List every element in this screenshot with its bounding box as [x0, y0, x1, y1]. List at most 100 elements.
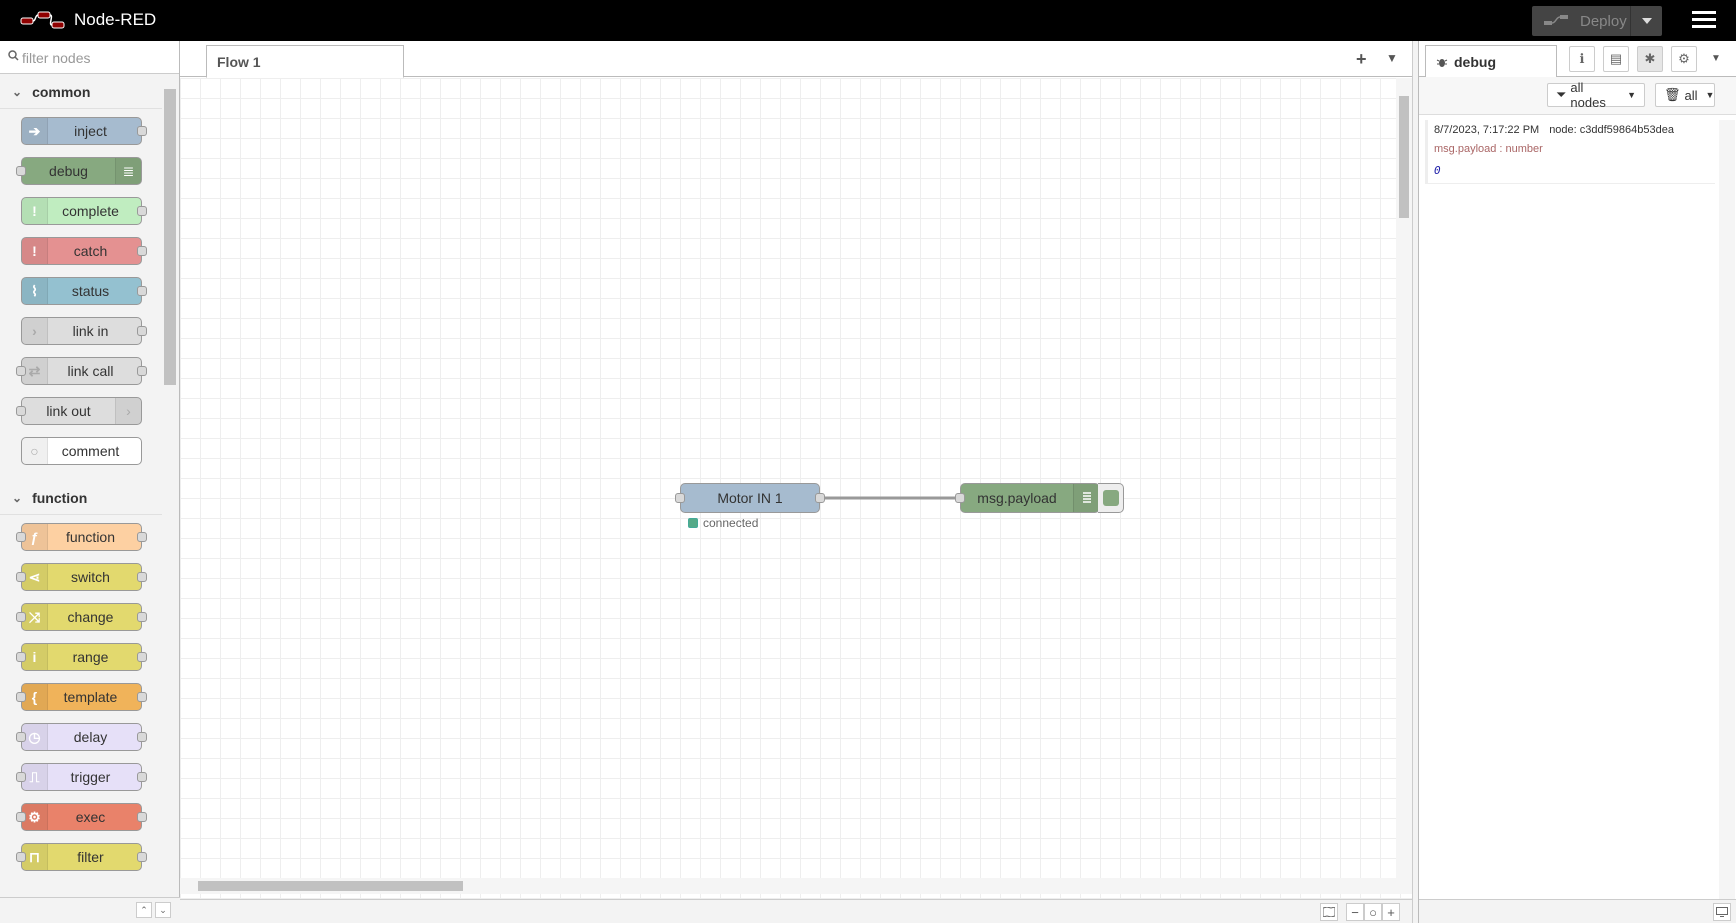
workspace-tabs: Flow 1 + ▼ — [180, 41, 1412, 78]
add-flow-button[interactable]: + — [1356, 49, 1367, 69]
clear-messages-button[interactable]: 🗑 all ▼ — [1655, 83, 1715, 107]
map-icon — [1323, 907, 1335, 917]
debug-message[interactable]: 8/7/2023, 7:17:22 PM node: c3ddf59864b53… — [1425, 120, 1715, 184]
flow-node-debug[interactable]: msg.payload — [955, 483, 1100, 513]
palette-node[interactable]: inject➔ — [21, 117, 147, 145]
output-port[interactable] — [815, 493, 825, 503]
zoom-out-button[interactable]: − — [1346, 903, 1364, 921]
input-port[interactable] — [675, 493, 685, 503]
wire-layer — [820, 496, 960, 500]
output-port — [137, 612, 147, 622]
status-text: connected — [703, 516, 759, 530]
palette-node-label: complete — [62, 203, 119, 219]
exclamation-icon: ! — [22, 198, 48, 224]
help-tab-button[interactable]: ▤ — [1603, 46, 1629, 72]
canvas-vscroll-thumb[interactable] — [1399, 96, 1409, 218]
input-port — [16, 532, 26, 542]
link-in-icon: › — [22, 318, 48, 344]
category-label: common — [32, 83, 91, 100]
sidebar-separator[interactable] — [1412, 41, 1418, 923]
canvas-hscroll-thumb[interactable] — [198, 881, 463, 891]
function-icon: ƒ — [22, 524, 48, 550]
input-port — [16, 366, 26, 376]
palette-node[interactable]: link call⇄ — [16, 357, 147, 385]
palette-scrollbar-thumb[interactable] — [164, 89, 176, 385]
message-node[interactable]: node: c3ddf59864b53dea — [1549, 124, 1674, 136]
canvas-horizontal-scrollbar[interactable] — [180, 878, 1412, 894]
output-port — [137, 206, 147, 216]
palette-node-label: trigger — [70, 769, 111, 785]
caret-down-icon — [1641, 18, 1652, 24]
status-dot-icon — [688, 518, 698, 528]
input-port — [16, 812, 26, 822]
sidebar-scrollbar[interactable] — [1719, 120, 1735, 900]
palette-category-0[interactable]: ⌄common — [0, 75, 162, 109]
palette-node[interactable]: delay◷ — [16, 723, 147, 751]
palette-node[interactable]: status⌇ — [21, 277, 147, 305]
brace-icon: { — [22, 684, 48, 710]
palette-node[interactable]: template{ — [16, 683, 147, 711]
main-menu-button[interactable] — [1692, 11, 1716, 31]
output-port — [137, 326, 147, 336]
expand-all-button[interactable]: ⌄ — [155, 902, 171, 918]
tab-flow-1[interactable]: Flow 1 — [206, 45, 404, 78]
palette-node[interactable]: debug≣ — [16, 157, 142, 185]
collapse-all-button[interactable]: ⌃ — [136, 902, 152, 918]
deploy-icon — [1544, 15, 1568, 25]
info-tab-button[interactable]: ℹ — [1569, 46, 1595, 72]
output-port — [137, 852, 147, 862]
sidebar-menu-button[interactable]: ▼ — [1711, 53, 1721, 64]
input-port — [16, 166, 26, 176]
palette-node[interactable]: trigger⎍ — [16, 763, 147, 791]
message-value[interactable]: 0 — [1434, 164, 1441, 177]
input-port — [16, 406, 26, 416]
palette-node[interactable]: switch⋖ — [16, 563, 147, 591]
node-red-logo-icon — [20, 11, 65, 29]
palette-node[interactable]: filter⊓ — [16, 843, 147, 871]
flow-list-button[interactable]: ▼ — [1386, 51, 1398, 65]
palette-node-label: switch — [71, 569, 110, 585]
zoom-reset-button[interactable]: ○ — [1364, 903, 1382, 921]
palette-node[interactable]: change⤨ — [16, 603, 147, 631]
caret-down-icon: ▼ — [1627, 90, 1636, 100]
palette-node[interactable]: comment○ — [21, 437, 142, 465]
canvas-vertical-scrollbar[interactable] — [1396, 78, 1412, 878]
palette-node[interactable]: link in› — [21, 317, 147, 345]
flow-canvas[interactable]: Motor IN 1 connected msg.payload — [180, 78, 1412, 915]
flow-node-motor-in-1[interactable]: Motor IN 1 — [675, 483, 825, 513]
palette-node[interactable]: catch! — [21, 237, 147, 265]
navigator-button[interactable] — [1320, 903, 1338, 921]
list-icon — [1073, 484, 1099, 512]
palette-node[interactable]: link out› — [16, 397, 142, 425]
palette-footer: ⌃ ⌄ — [0, 897, 180, 923]
popout-button[interactable] — [1713, 903, 1731, 921]
config-tab-button[interactable]: ⚙ — [1671, 46, 1697, 72]
deploy-menu-button[interactable] — [1630, 6, 1662, 36]
debug-toggle-button[interactable] — [1098, 483, 1124, 513]
clear-label: all — [1684, 87, 1698, 103]
input-port[interactable] — [955, 493, 965, 503]
output-port — [137, 286, 147, 296]
output-port — [137, 732, 147, 742]
palette-scrollbar[interactable] — [162, 75, 178, 890]
output-port — [137, 812, 147, 822]
filter-nodes-input[interactable] — [22, 48, 172, 68]
debug-toolbar: ⏷ all nodes ▼ 🗑 all ▼ — [1419, 77, 1736, 115]
zoom-in-button[interactable]: + — [1382, 903, 1400, 921]
deploy-main[interactable]: Deploy — [1532, 6, 1630, 36]
bug-icon: ✱ — [1644, 51, 1656, 66]
output-port — [137, 246, 147, 256]
output-port — [137, 652, 147, 662]
palette-node[interactable]: exec⚙ — [16, 803, 147, 831]
tab-debug[interactable]: debug — [1425, 45, 1557, 78]
filter-nodes-button[interactable]: ⏷ all nodes ▼ — [1547, 80, 1645, 110]
deploy-button[interactable]: Deploy — [1532, 6, 1662, 36]
palette-category-1[interactable]: ⌄function — [0, 481, 162, 515]
palette-node[interactable]: complete! — [21, 197, 147, 225]
debug-tab-button[interactable]: ✱ — [1637, 46, 1663, 72]
input-port — [16, 572, 26, 582]
palette-node-label: change — [67, 609, 114, 625]
output-port — [137, 126, 147, 136]
